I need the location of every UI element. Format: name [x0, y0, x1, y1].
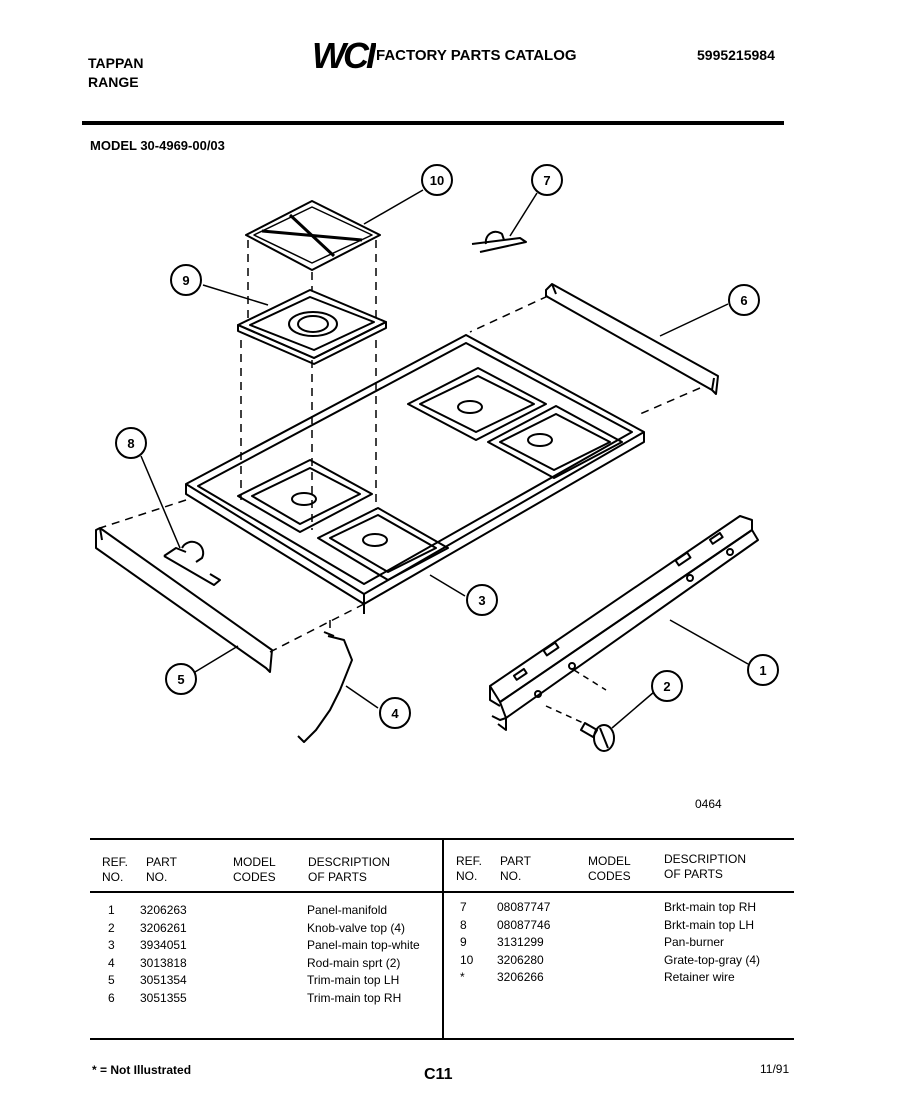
table-row-part: 3206266	[497, 970, 544, 984]
manifold-panel-part	[489, 515, 759, 731]
callout-3: 3	[478, 593, 485, 608]
table-row-part: 3206263	[140, 903, 187, 917]
callout-4: 4	[391, 706, 399, 721]
figure-code: 0464	[695, 797, 722, 811]
table-row-ref: 3	[108, 938, 115, 952]
grate-part	[245, 200, 381, 271]
table-row-ref: 5	[108, 973, 115, 987]
trim-lh-part	[95, 527, 273, 673]
table-row-ref: 2	[108, 920, 115, 935]
table-row-desc: Pan-burner	[664, 935, 725, 949]
brand-name: TAPPAN	[88, 55, 144, 71]
trim-rh-part	[545, 283, 719, 395]
callout-1: 1	[759, 663, 766, 678]
table-row-desc: Trim-main top RH	[307, 990, 402, 1005]
left-desc-column: Panel-manifold Knob-valve top (4) Panel-…	[307, 902, 420, 1007]
table-row-ref: 1	[108, 903, 115, 917]
table-row-part: 3013818	[140, 955, 187, 970]
callout-5: 5	[177, 672, 184, 687]
table-row-ref: *	[460, 970, 465, 984]
right-part-column: 08087747 08087746 3131299 3206280 320626…	[497, 899, 550, 987]
table-row-part: 3051355	[140, 990, 187, 1005]
bracket-lh-part	[163, 540, 221, 586]
callout-10: 10	[430, 173, 444, 188]
right-ref-column: 7 8 9 10 *	[460, 899, 473, 987]
page-code: C11	[424, 1066, 453, 1083]
callout-6: 6	[740, 293, 747, 308]
callout-2: 2	[663, 679, 670, 694]
left-ref-column: 1 2 3 4 5 6	[108, 902, 115, 1007]
table-row-ref: 6	[108, 990, 115, 1005]
catalog-date: 11/91	[760, 1062, 790, 1076]
table-row-desc: Retainer wire	[664, 970, 735, 984]
exploded-parts-diagram: 1 2 3 4 5 6 7 8 9 10	[95, 164, 779, 752]
table-row-part: 3934051	[140, 938, 187, 952]
callout-8: 8	[127, 436, 134, 451]
knob-part	[579, 722, 615, 752]
catalog-number: 5995215984	[697, 47, 775, 63]
table-row-part: 3206261	[140, 920, 187, 935]
header-rule	[82, 121, 784, 125]
table-row-desc: Brkt-main top RH	[664, 900, 757, 914]
callout-7: 7	[543, 173, 550, 188]
table-bottom-rule	[90, 1038, 794, 1040]
catalog-title: FACTORY PARTS CATALOG	[376, 47, 577, 64]
left-part-column: 3206263 3206261 3934051 3013818 3051354 …	[140, 902, 187, 1007]
table-row-desc: Brkt-main top LH	[664, 917, 755, 932]
table-row-ref: 10	[460, 952, 474, 967]
table-row-desc: Panel-main top-white	[307, 938, 420, 952]
table-row-part: 08087747	[497, 900, 551, 914]
bracket-rh-part	[471, 230, 527, 253]
table-row-part: 3051354	[140, 973, 187, 987]
table-row-part: 3206280	[497, 952, 544, 967]
wci-logo: WCI	[312, 35, 380, 79]
product-type: RANGE	[88, 74, 139, 90]
logo-text: WCI	[312, 38, 376, 74]
table-row-ref: 9	[460, 935, 467, 949]
table-row-desc: Grate-top-gray (4)	[664, 952, 761, 967]
burner-pan-part	[237, 289, 387, 365]
main-top-panel-part	[185, 334, 645, 614]
table-divider	[442, 838, 444, 1038]
table-row-ref: 8	[460, 917, 467, 932]
not-illustrated-note: * = Not Illustrated	[92, 1063, 192, 1077]
table-row-desc: Rod-main sprt (2)	[307, 955, 401, 970]
header-ref-no: REF.NO.	[102, 855, 129, 884]
header-ref-no-right: REF.NO.	[456, 854, 483, 883]
table-row-desc: Panel-manifold	[307, 903, 388, 917]
right-desc-column: Brkt-main top RH Brkt-main top LH Pan-bu…	[664, 899, 760, 987]
table-row-part: 08087746	[497, 917, 551, 932]
callout-9: 9	[182, 273, 189, 288]
table-row-desc: Knob-valve top (4)	[307, 920, 406, 935]
table-row-ref: 4	[108, 955, 115, 970]
table-row-part: 3131299	[497, 935, 544, 949]
model-number: MODEL 30-4969-00/03	[90, 138, 225, 153]
support-rod-part	[297, 631, 353, 743]
brand-block: TAPPAN RANGE	[88, 54, 143, 92]
table-row-desc: Trim-main top LH	[307, 973, 400, 987]
table-row-ref: 7	[460, 900, 467, 914]
